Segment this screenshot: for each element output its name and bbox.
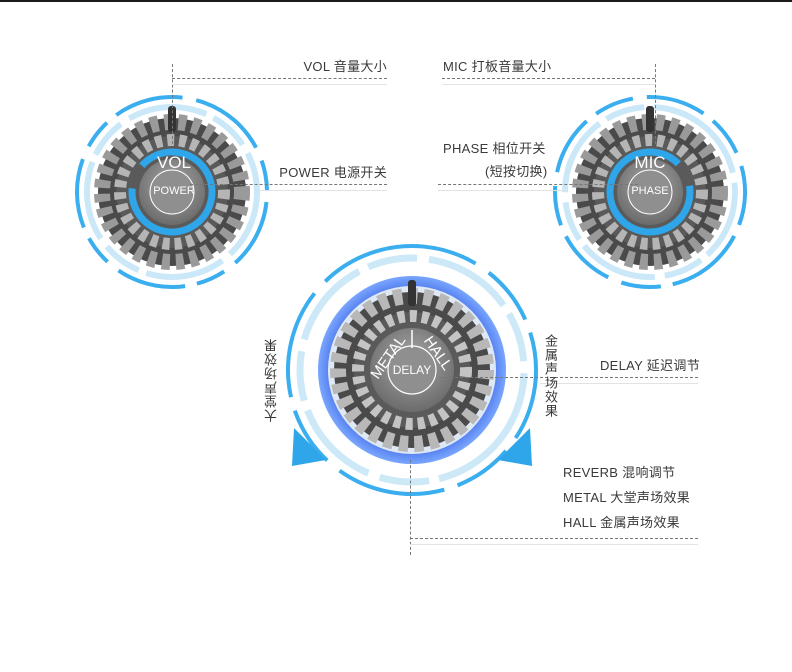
reverb-label: REVERB 混响调节 xyxy=(563,465,676,480)
phase-note: (短按切换) xyxy=(485,164,548,179)
delay-underline xyxy=(540,383,698,384)
vol-knob-label: VOL xyxy=(157,153,191,172)
mic-leader xyxy=(442,78,655,79)
delay-button-label: DELAY xyxy=(393,363,431,377)
delay-knob[interactable] xyxy=(253,211,571,529)
right-arc-label: 金属声场效果 xyxy=(543,334,558,418)
vol-knob[interactable] xyxy=(50,70,294,314)
vol-underline xyxy=(172,84,387,85)
delay-leader xyxy=(440,377,698,378)
vol-leader xyxy=(172,78,387,79)
phase-underline xyxy=(438,190,568,191)
reverb-underline xyxy=(410,544,698,545)
mic-label: MIC 打板音量大小 xyxy=(443,59,552,74)
mic-leader-vertical xyxy=(655,64,656,144)
delay-label: DELAY 延迟调节 xyxy=(599,358,700,373)
top-border xyxy=(0,0,792,2)
vol-label: VOL 音量大小 xyxy=(303,59,387,74)
hall-label: HALL 金属声场效果 xyxy=(563,515,680,530)
mic-underline xyxy=(442,84,655,85)
reverb-leader-vertical xyxy=(410,460,411,555)
power-underline xyxy=(260,190,387,191)
phase-leader xyxy=(438,184,638,185)
metal-label: METAL 大堂声场效果 xyxy=(563,490,691,505)
phase-button-label: PHASE xyxy=(631,185,668,197)
vol-leader-vertical xyxy=(172,64,173,144)
mic-knob[interactable] xyxy=(516,58,784,326)
left-arc-label: 大堂声场效果 xyxy=(264,338,279,422)
power-label: POWER 电源开关 xyxy=(279,165,387,180)
mic-knob-label: MIC xyxy=(634,153,665,172)
reverb-leader xyxy=(410,538,698,539)
power-button-label: POWER xyxy=(153,185,195,197)
phase-label: PHASE 相位开关 xyxy=(443,141,546,156)
power-leader xyxy=(190,184,387,185)
